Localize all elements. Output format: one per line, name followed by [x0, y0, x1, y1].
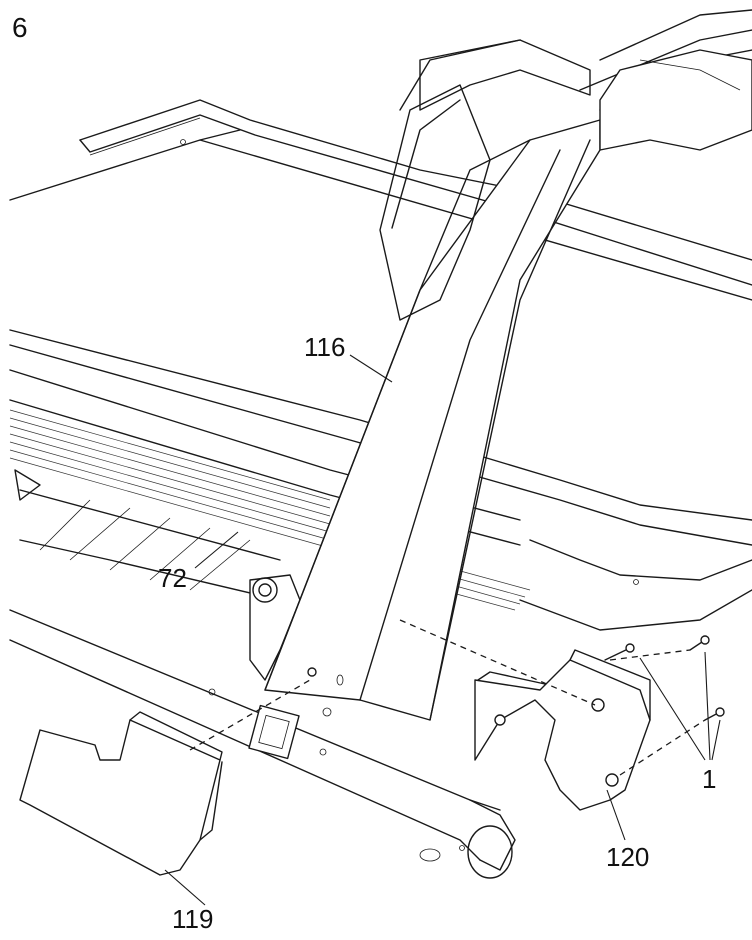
- callout-116: 116: [304, 332, 346, 362]
- screws-1: [604, 635, 725, 721]
- cover-119: [19, 711, 223, 876]
- callout-119: 119: [172, 904, 214, 934]
- deck-slats: [14, 469, 281, 601]
- callout-1: 1: [702, 764, 717, 794]
- alignment-lines: [189, 619, 706, 776]
- callout-72: 72: [158, 563, 187, 593]
- upright-116: [264, 9, 752, 721]
- bracket-120: [474, 649, 651, 811]
- treadmill-deck: [9, 99, 752, 631]
- callout-120: 120: [606, 842, 650, 872]
- leader-lines: [164, 354, 721, 906]
- belt-texture: [9, 409, 531, 611]
- base-frame: [9, 609, 516, 879]
- step-number: 6: [12, 12, 28, 43]
